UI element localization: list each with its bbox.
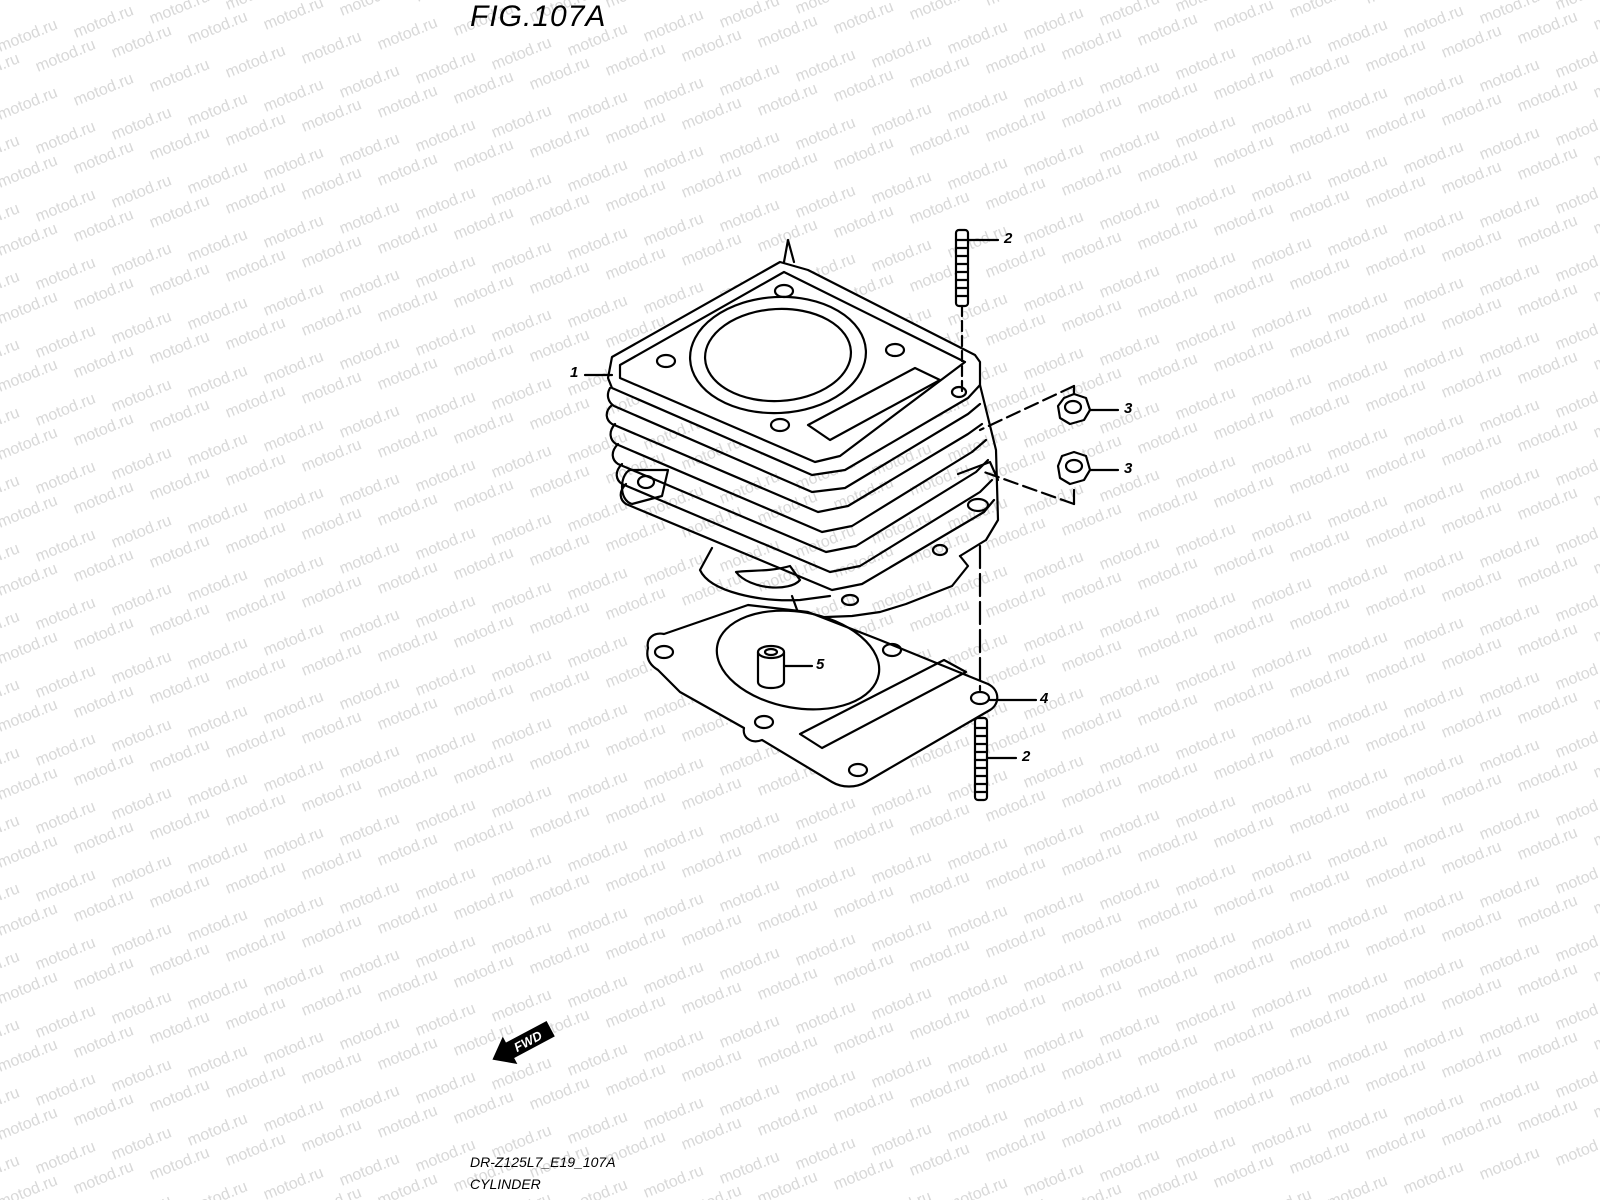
callout-part-3-lower: 3 bbox=[1124, 460, 1133, 477]
callout-part-2-upper: 2 bbox=[1004, 230, 1013, 247]
figure-model-code: DR-Z125L7_E19_107A bbox=[470, 1154, 616, 1170]
stud-bolt-upper[interactable] bbox=[954, 228, 1000, 394]
dowel-pin[interactable] bbox=[756, 644, 814, 690]
stud-bolt-lower[interactable] bbox=[973, 716, 1018, 802]
callout-part-4: 4 bbox=[1040, 690, 1049, 707]
callout-part-5: 5 bbox=[816, 656, 825, 673]
callout-part-2-lower: 2 bbox=[1022, 748, 1031, 765]
nut-upper[interactable] bbox=[1056, 392, 1120, 426]
callout-part-1: 1 bbox=[570, 364, 579, 381]
cylinder-part[interactable] bbox=[583, 238, 1000, 620]
nut-lower[interactable] bbox=[1056, 450, 1120, 486]
forward-direction-arrow: FWD bbox=[492, 1020, 555, 1064]
figure-title: FIG.107A bbox=[470, 0, 607, 33]
callout-part-3-upper: 3 bbox=[1124, 400, 1133, 417]
nut-reference-bracket bbox=[978, 384, 1076, 506]
cylinder-base-gasket[interactable] bbox=[646, 598, 1038, 788]
figure-name: CYLINDER bbox=[470, 1176, 541, 1192]
